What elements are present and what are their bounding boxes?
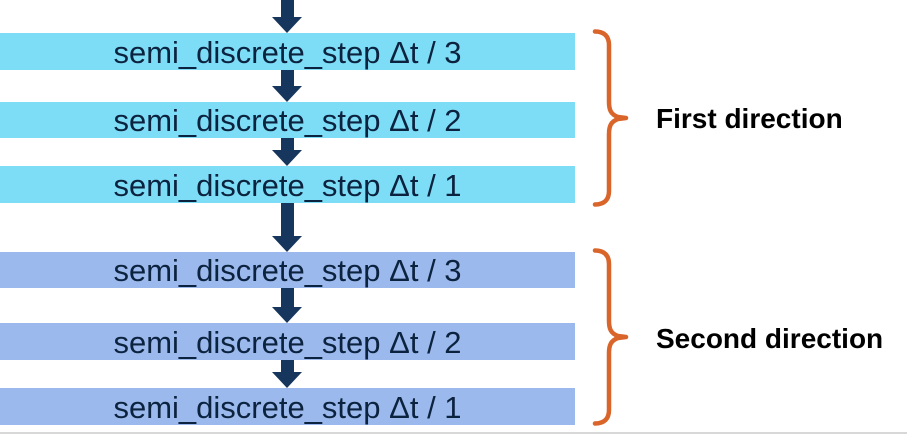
arrow-head xyxy=(272,17,302,33)
down-arrow-icon xyxy=(272,360,302,388)
step-bar-label: semi_discrete_step Δt / 3 xyxy=(113,253,462,288)
step-bar-label: semi_discrete_step Δt / 2 xyxy=(113,324,462,360)
step-bar-label: semi_discrete_step Δt / 1 xyxy=(113,167,462,203)
step-bar-first-dt1: semi_discrete_step Δt / 1 xyxy=(0,166,575,203)
slide-bottom-edge xyxy=(0,432,907,434)
first-direction-label: First direction xyxy=(656,103,843,134)
step-bar-first-dt3: semi_discrete_step Δt / 3 xyxy=(0,33,575,70)
down-arrow-icon xyxy=(272,0,302,33)
step-bar-second-dt1: semi_discrete_step Δt / 1 xyxy=(0,388,575,425)
arrow-shaft xyxy=(280,0,294,17)
arrow-head xyxy=(272,86,302,102)
step-bar-first-dt2: semi_discrete_step Δt / 2 xyxy=(0,102,575,138)
step-bar-label: semi_discrete_step Δt / 3 xyxy=(113,34,462,70)
down-arrow-icon xyxy=(272,203,302,252)
arrow-shaft xyxy=(280,288,294,307)
arrow-head xyxy=(272,236,302,252)
step-bar-second-dt3: semi_discrete_step Δt / 3 xyxy=(0,252,575,288)
step-bar-label: semi_discrete_step Δt / 2 xyxy=(113,103,462,138)
down-arrow-icon xyxy=(272,288,302,323)
arrow-shaft xyxy=(280,203,294,236)
down-arrow-icon xyxy=(272,70,302,102)
arrow-head xyxy=(272,150,302,166)
arrow-shaft xyxy=(280,70,294,86)
step-bar-label: semi_discrete_step Δt / 1 xyxy=(113,389,462,425)
arrow-head xyxy=(272,372,302,388)
step-bar-second-dt2: semi_discrete_step Δt / 2 xyxy=(0,323,575,360)
arrow-shaft xyxy=(280,138,294,150)
arrow-head xyxy=(272,307,302,323)
second-direction-label: Second direction xyxy=(656,323,884,354)
curly-brace-icon xyxy=(588,248,630,426)
curly-brace-icon xyxy=(588,29,630,207)
down-arrow-icon xyxy=(272,138,302,166)
arrow-shaft xyxy=(280,360,294,372)
